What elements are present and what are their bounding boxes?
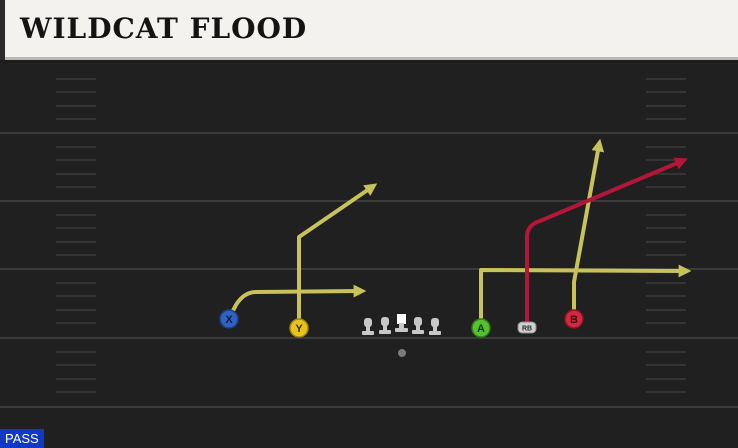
player-x[interactable]: X xyxy=(219,309,239,329)
player-y-label: Y xyxy=(295,323,303,335)
player-b-label: B xyxy=(570,314,578,326)
player-rb[interactable]: RB xyxy=(517,321,537,334)
player-y[interactable]: Y xyxy=(289,318,309,338)
route-rb-wheel xyxy=(525,157,688,328)
route-b-seam xyxy=(572,138,605,320)
lineman-left-tackle xyxy=(362,318,374,335)
lineman-left-guard xyxy=(379,317,391,334)
player-a[interactable]: A xyxy=(471,318,491,338)
lineman-center xyxy=(395,314,408,332)
offensive-line xyxy=(362,314,441,335)
route-a-flat xyxy=(479,264,692,329)
lineman-right-tackle xyxy=(429,318,441,335)
player-rb-label: RB xyxy=(522,326,532,333)
player-b[interactable]: B xyxy=(564,309,584,329)
play-type-badge: PASS xyxy=(0,429,44,448)
player-a-label: A xyxy=(477,323,485,335)
football-field xyxy=(0,63,738,448)
route-y-corner xyxy=(297,183,378,329)
play-title: WILDCAT FLOOD xyxy=(20,12,308,45)
route-x-out xyxy=(227,284,367,320)
lineman-right-guard xyxy=(412,317,424,334)
play-title-bar: WILDCAT FLOOD xyxy=(0,0,738,60)
player-x-label: X xyxy=(225,314,233,326)
hash-marks xyxy=(56,78,686,393)
ball-marker xyxy=(398,349,406,357)
